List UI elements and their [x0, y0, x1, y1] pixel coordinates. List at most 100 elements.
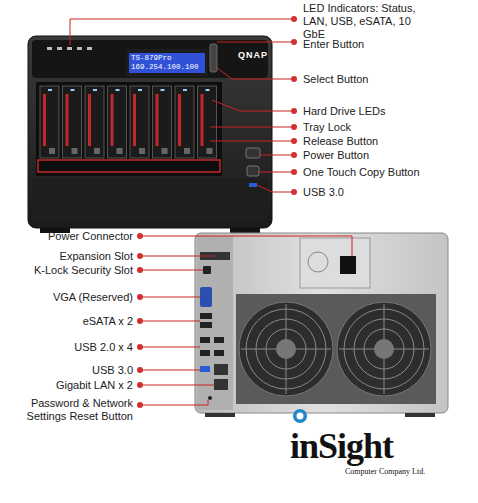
nas-back — [340, 256, 356, 274]
callout-label: Gigabit LAN x 2 — [56, 379, 133, 392]
leader-lines — [140, 236, 352, 256]
leader-lines — [259, 172, 294, 173]
callout-label: K-Lock Security Slot — [34, 264, 133, 277]
nas-back — [214, 337, 224, 343]
cooling-fans — [239, 302, 431, 396]
nas-back — [200, 350, 210, 356]
drive-trays — [111, 94, 114, 146]
cooling-fans — [276, 339, 296, 359]
drive-trays — [108, 86, 127, 158]
lcd-display: TS-879Pro 169.254.100.100 — [129, 53, 205, 73]
leader-lines — [260, 155, 294, 156]
nas-back — [208, 396, 212, 400]
callout-dots — [291, 138, 297, 144]
callout-label: Release Button — [303, 135, 378, 148]
callout-label: Power Connector — [48, 230, 133, 243]
nas-back — [236, 294, 436, 404]
callout-label: One Touch Copy Button — [303, 166, 420, 179]
drive-trays — [40, 86, 217, 158]
leader-lines — [140, 385, 214, 386]
drive-trays — [161, 89, 165, 91]
nas-front — [249, 183, 257, 187]
callout-label: Power Button — [303, 149, 369, 162]
callout-label: LED Indicators: Status, LAN, USB, eSATA,… — [303, 2, 433, 41]
drive-trays — [117, 148, 123, 154]
drive-trays — [162, 148, 168, 154]
nas-back — [200, 287, 212, 307]
nas-back — [200, 366, 210, 372]
drive-trays — [175, 86, 194, 158]
nas-front — [77, 47, 82, 50]
leader-lines — [210, 141, 294, 142]
callout-dots — [137, 233, 143, 239]
leader-lines — [140, 370, 200, 371]
drive-trays — [63, 86, 82, 158]
nas-back — [214, 350, 224, 356]
leader-lines — [212, 100, 294, 111]
leader-lines — [140, 321, 200, 322]
drive-trays — [40, 86, 59, 158]
drive-trays — [133, 94, 136, 146]
nas-back — [205, 413, 235, 417]
callout-dots — [137, 267, 143, 273]
callout-label: VGA (Reserved) — [53, 291, 133, 304]
nas-back — [200, 322, 212, 328]
drive-trays — [198, 86, 217, 158]
callout-dots — [291, 108, 297, 114]
callout-dots — [137, 402, 143, 408]
callout-dots — [291, 76, 297, 82]
callout-label: eSATA x 2 — [83, 315, 133, 328]
drive-trays — [153, 86, 172, 158]
leader-lines — [140, 256, 215, 257]
leader-lines — [210, 127, 294, 128]
nas-front — [210, 44, 217, 72]
callout-label: Hard Drive LEDs — [303, 105, 386, 118]
callout-dots — [291, 39, 297, 45]
drive-trays — [93, 89, 97, 91]
nas-back — [203, 266, 211, 274]
callout-dots — [291, 189, 297, 195]
callout-label: Select Button — [303, 73, 368, 86]
callout-dots — [137, 318, 143, 324]
leader-lines — [140, 400, 208, 405]
cooling-fans — [239, 302, 333, 396]
callout-dots — [291, 169, 297, 175]
drive-trays — [138, 89, 142, 91]
company-name: Computer Company Ltd. — [345, 467, 425, 477]
drive-trays — [139, 148, 145, 154]
callout-label: Password & Network Settings Reset Button — [5, 397, 133, 423]
drive-trays — [207, 148, 213, 154]
cooling-fans — [337, 302, 431, 396]
drive-trays — [201, 94, 204, 146]
drive-trays — [85, 86, 104, 158]
cooling-fans — [374, 339, 394, 359]
maker-logo: QNAP — [238, 50, 268, 61]
callout-dots — [291, 124, 297, 130]
brand-logo: inSight — [290, 427, 393, 465]
drive-trays — [71, 89, 75, 91]
leader-lines — [140, 297, 200, 298]
callout-label: Expansion Slot — [60, 250, 133, 263]
drive-trays — [88, 94, 91, 146]
nas-front — [57, 47, 62, 50]
drive-trays — [206, 89, 210, 91]
nas-front — [47, 47, 52, 50]
nas-back — [200, 337, 210, 343]
nas-front — [87, 47, 92, 50]
nas-back — [197, 236, 233, 410]
drive-trays — [72, 148, 78, 154]
callout-dots — [137, 382, 143, 388]
callout-label: USB 3.0 — [92, 364, 133, 377]
drive-trays — [48, 89, 52, 91]
callout-dots — [291, 152, 297, 158]
leader-lines — [70, 19, 294, 45]
nas-back — [300, 238, 370, 288]
leader-lines — [140, 270, 203, 271]
brand-swirl — [293, 409, 307, 423]
lcd-text: TS-879Pro 169.254.100.100 — [131, 54, 203, 72]
drive-trays — [66, 94, 69, 146]
callout-dots — [137, 16, 297, 408]
nas-back — [405, 413, 435, 417]
callout-dots — [291, 16, 297, 22]
